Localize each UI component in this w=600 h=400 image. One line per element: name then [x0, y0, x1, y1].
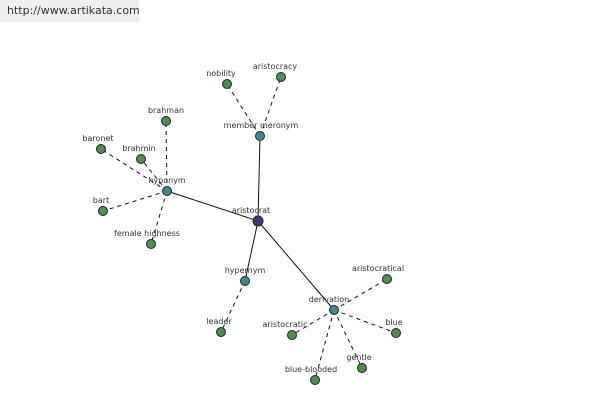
edge-root-hyponym — [166, 190, 259, 222]
word-node-blue[interactable] — [391, 328, 401, 338]
word-label-nobility: nobility — [206, 69, 236, 78]
relation-node-member_meronym[interactable] — [255, 131, 265, 141]
word-label-blue_blooded: blue-blooded — [285, 365, 337, 374]
edge-hyponym-female_highness — [150, 190, 168, 245]
word-label-brahman: brahman — [148, 106, 184, 115]
word-node-gentle[interactable] — [357, 363, 367, 373]
word-node-aristocratic[interactable] — [287, 330, 297, 340]
root-node-aristocrat[interactable] — [252, 215, 264, 227]
word-node-female_highness[interactable] — [146, 239, 156, 249]
word-label-baronet: baronet — [82, 134, 113, 143]
edge-member_meronym-nobility — [226, 83, 261, 137]
labels-layer: aristocrat member meronym nobility aristocr… — [82, 62, 404, 374]
relation-label-hypernym: hypernym — [225, 266, 266, 275]
relation-label-derivation: derivation — [309, 295, 349, 304]
word-node-bart[interactable] — [98, 206, 108, 216]
edge-root-hypernym — [244, 220, 259, 282]
word-node-brahman[interactable] — [161, 116, 171, 126]
word-node-aristocracy[interactable] — [276, 72, 286, 82]
edge-derivation-blue — [333, 309, 397, 334]
word-label-aristocratic: aristocratic — [263, 320, 308, 329]
word-label-leader: leader — [206, 317, 232, 326]
edge-derivation-aristocratic — [291, 309, 335, 336]
word-node-brahmin[interactable] — [136, 154, 146, 164]
edge-hypernym-leader — [220, 280, 246, 333]
word-node-nobility[interactable] — [222, 79, 232, 89]
url-banner: http://www.artikata.com — [0, 0, 140, 22]
word-node-baronet[interactable] — [96, 144, 106, 154]
edge-root-member_meronym — [257, 135, 261, 222]
word-label-brahmin: brahmin — [122, 144, 155, 153]
edge-hyponym-bart — [102, 190, 168, 212]
relation-label-hyponym: hyponym — [148, 176, 186, 185]
word-label-gentle: gentle — [346, 353, 371, 362]
word-node-aristocratical[interactable] — [382, 274, 392, 284]
root-label: aristocrat — [232, 206, 270, 215]
edges-layer — [100, 76, 397, 381]
edge-hyponym-brahman — [165, 120, 168, 192]
relation-node-hypernym[interactable] — [240, 276, 250, 286]
site-url-text: http://www.artikata.com — [7, 4, 140, 17]
word-label-blue: blue — [385, 318, 402, 327]
edge-root-derivation — [257, 220, 335, 311]
relation-node-hyponym[interactable] — [162, 186, 172, 196]
nodes-layer — [96, 72, 401, 385]
edge-derivation-gentle — [333, 309, 363, 369]
word-label-aristocracy: aristocracy — [253, 62, 298, 71]
edge-derivation-aristocratical — [333, 278, 388, 311]
edge-hyponym-brahmin — [140, 158, 168, 192]
edge-hyponym-baronet — [100, 148, 168, 192]
word-node-blue_blooded[interactable] — [310, 375, 320, 385]
edge-member_meronym-aristocracy — [259, 76, 282, 137]
word-label-aristocratical: aristocratical — [352, 264, 404, 273]
word-node-leader[interactable] — [216, 327, 226, 337]
relation-label-member_meronym: member meronym — [224, 121, 299, 130]
relation-node-derivation[interactable] — [329, 305, 339, 315]
word-label-bart: bart — [93, 196, 109, 205]
word-label-female_highness: female highness — [114, 229, 180, 238]
